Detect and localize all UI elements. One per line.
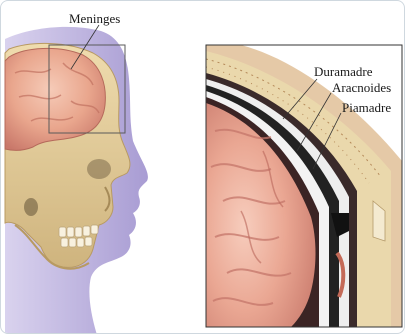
eye-socket <box>87 159 111 179</box>
meninges-label: Meninges <box>69 12 120 25</box>
aracnoides-label: Aracnoides <box>332 81 391 94</box>
duramadre-label: Duramadre <box>314 65 372 78</box>
piamadre-label: Piamadre <box>342 101 391 114</box>
